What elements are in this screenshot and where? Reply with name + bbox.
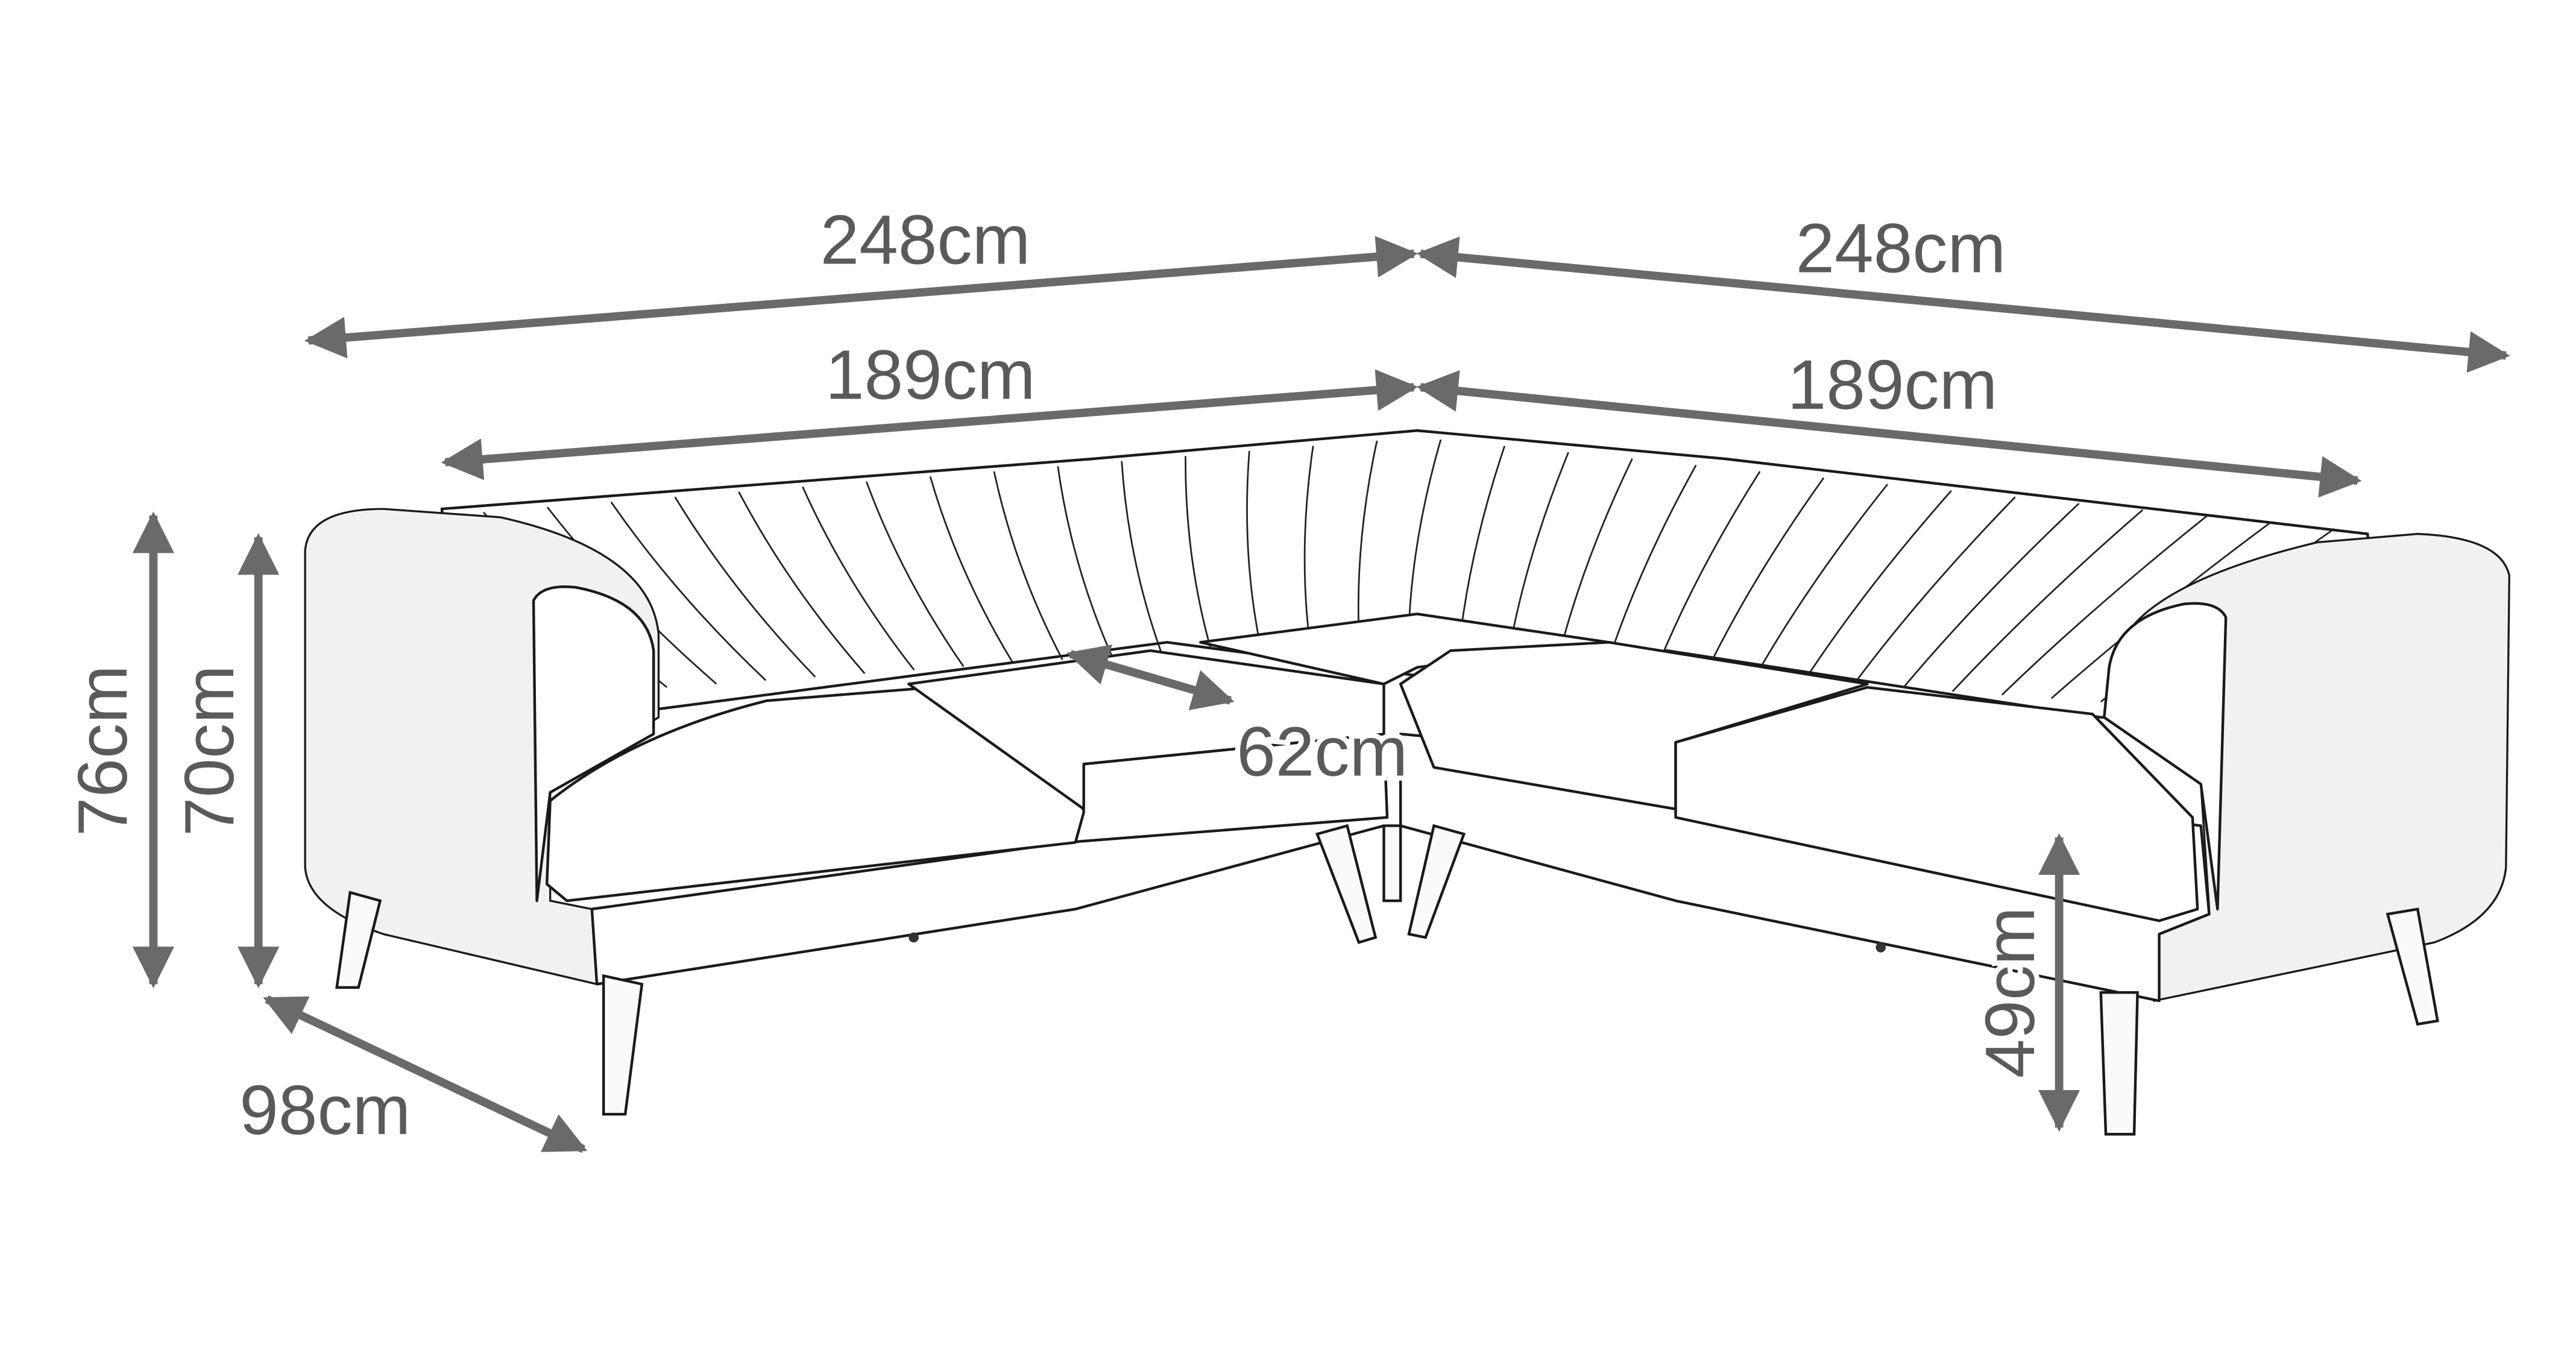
arrow-189-right xyxy=(1416,370,2362,498)
label-70-height: 70cm xyxy=(170,665,248,836)
leg-back-right xyxy=(2385,907,2440,1026)
label-189-left: 189cm xyxy=(825,336,1036,414)
back-rib xyxy=(1803,490,1952,682)
dimension-arrows xyxy=(132,236,2510,1153)
back-rib xyxy=(993,471,1063,660)
back-rib xyxy=(610,501,767,681)
back-rib xyxy=(1057,466,1113,657)
left-arm-inner xyxy=(532,585,655,903)
leg-corner-3 xyxy=(1407,824,1466,939)
leg-foot-middle-right xyxy=(1875,942,1886,953)
back-rib xyxy=(738,491,866,674)
back-rib xyxy=(1704,477,1825,675)
back-rib xyxy=(802,486,915,671)
back-channel-ribs xyxy=(483,439,2335,703)
leg-back-left xyxy=(335,890,382,989)
arrow-248-right xyxy=(1416,236,2510,373)
back-rib xyxy=(1121,461,1162,654)
back-rib xyxy=(1754,484,1889,678)
leg-corner-1 xyxy=(1315,824,1378,944)
label-189-right: 189cm xyxy=(1787,345,1998,424)
back-rib xyxy=(674,496,816,678)
leg-front-left xyxy=(602,974,644,1116)
back-rib xyxy=(1853,496,2016,686)
right-arm-inner xyxy=(2103,602,2228,911)
label-98-depth: 98cm xyxy=(239,1071,411,1149)
back-rib xyxy=(1951,509,2144,692)
label-62-seat-depth: 62cm xyxy=(1236,713,1408,791)
back-rib xyxy=(1655,471,1761,671)
arrow-62-seat-depth xyxy=(1066,644,1235,710)
arrow-98-depth xyxy=(263,995,588,1153)
leg-corner-2 xyxy=(1382,824,1402,903)
leg-front-right xyxy=(2099,991,2139,1136)
back-rib xyxy=(929,476,1014,664)
arrow-248-left xyxy=(304,236,1419,359)
label-248-left: 248cm xyxy=(820,201,1031,279)
label-248-right: 248cm xyxy=(1796,209,2006,287)
leg-foot-middle-left xyxy=(909,932,919,943)
back-rib xyxy=(1902,502,2080,689)
back-rib xyxy=(865,481,965,667)
back-rib xyxy=(1185,456,1212,650)
arrow-189-left xyxy=(441,369,1419,481)
label-49-seat-height: 49cm xyxy=(1971,907,2049,1078)
label-76-height: 76cm xyxy=(63,665,142,836)
seat-cushion-4 xyxy=(1399,641,1869,811)
back-rib xyxy=(2001,515,2208,696)
